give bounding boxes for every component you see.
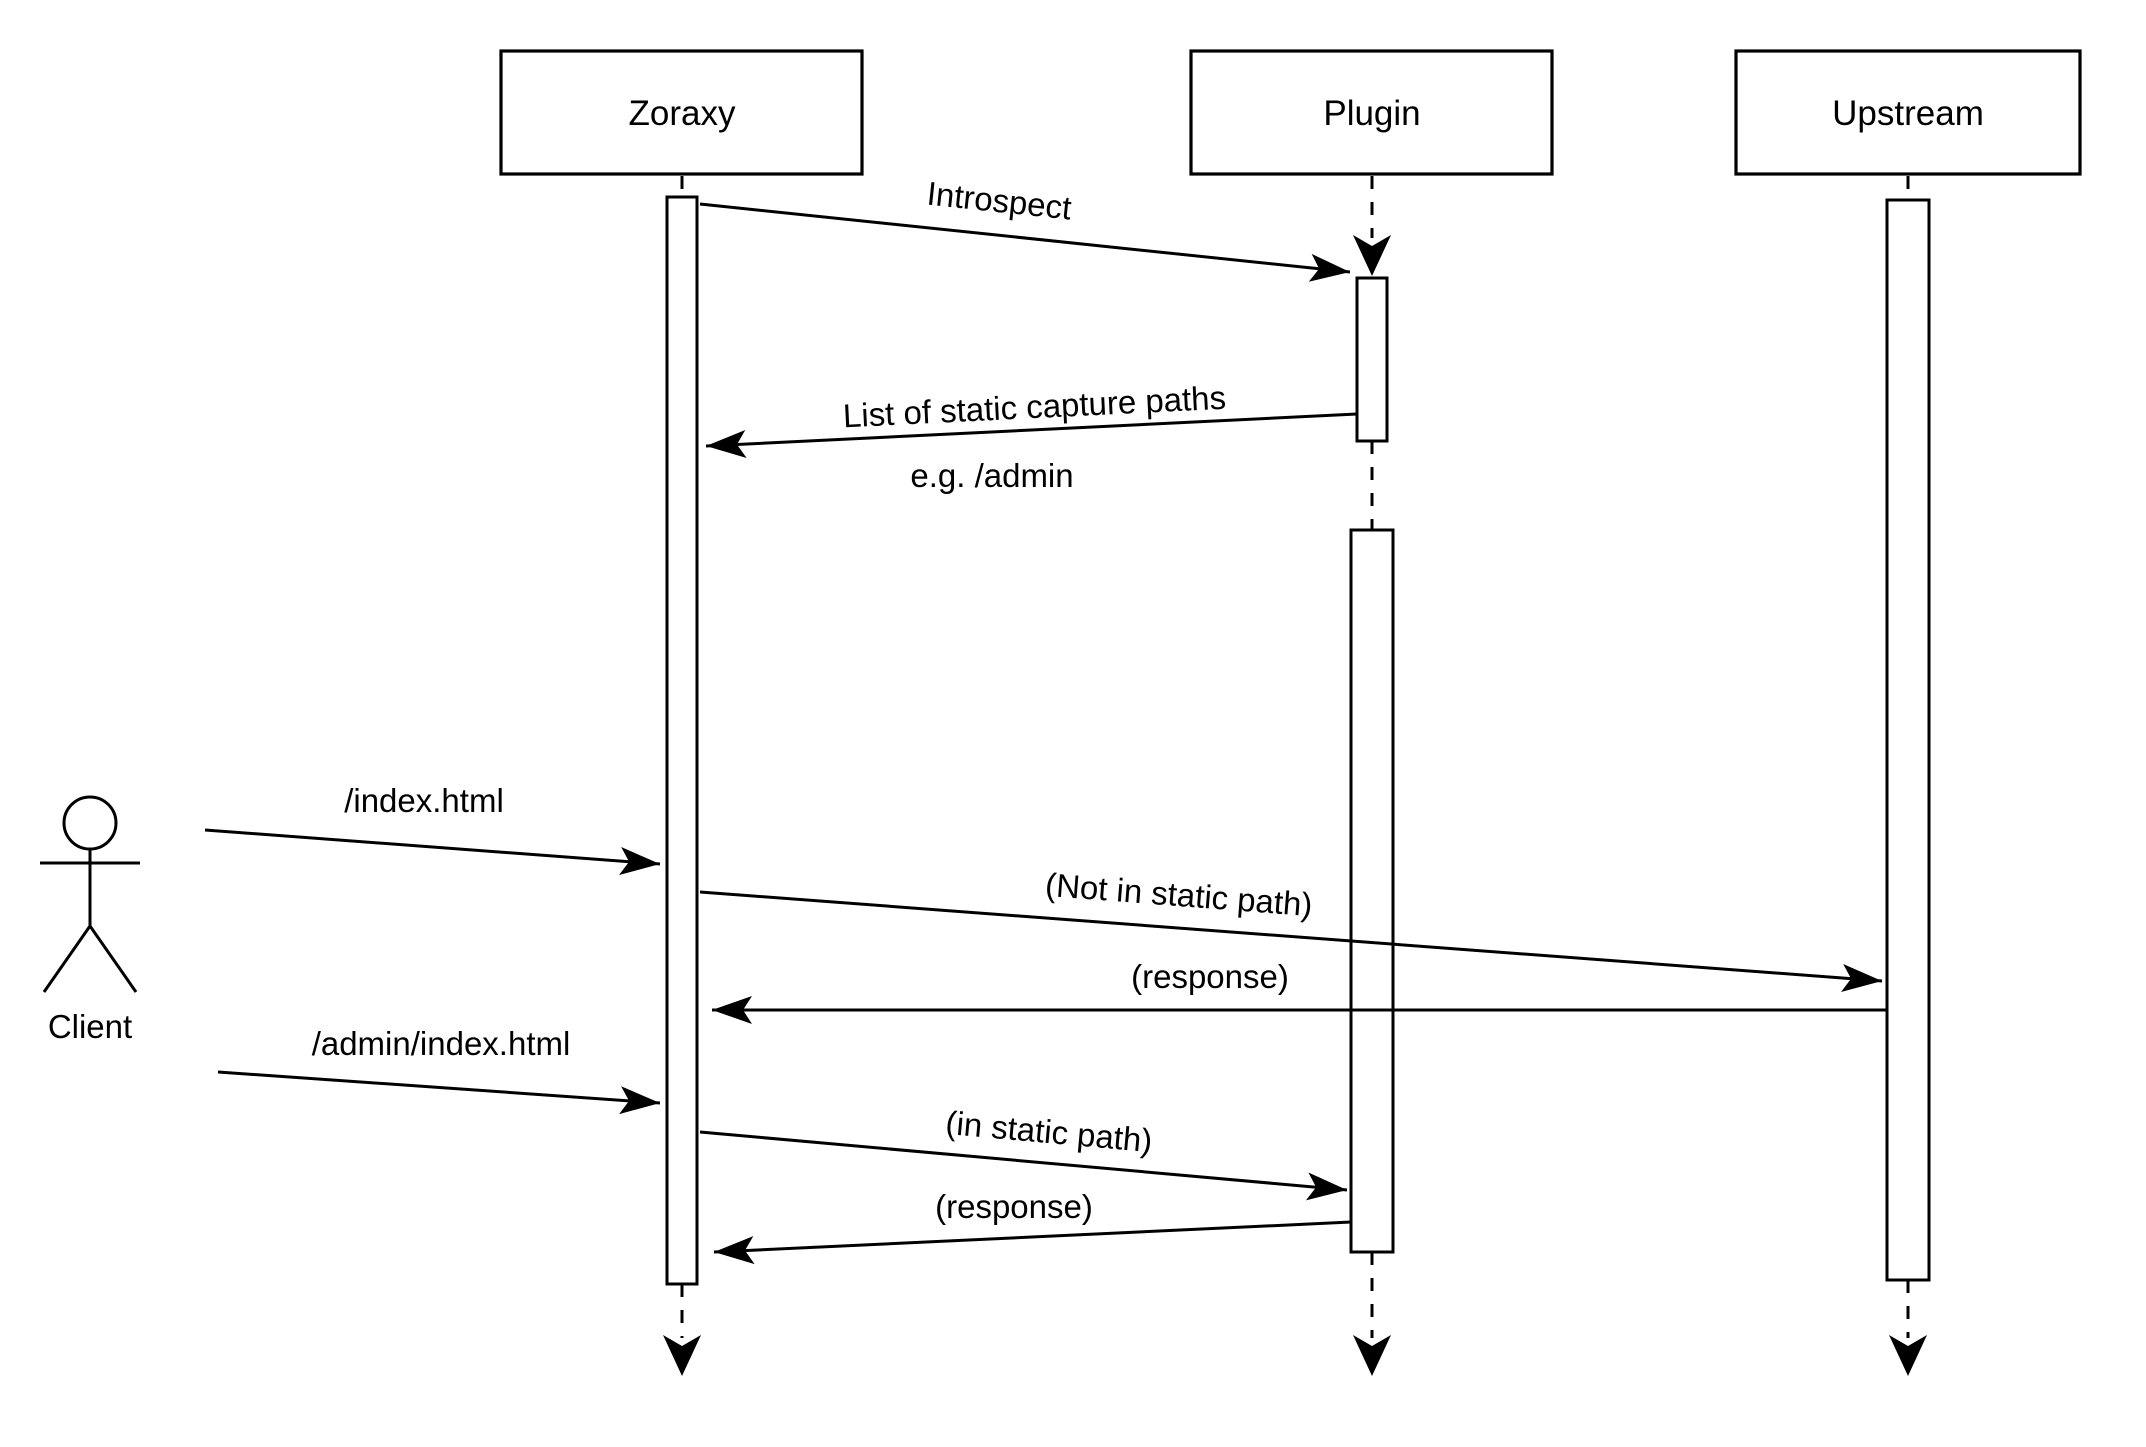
lifeline-plugin-found-arrow-icon: [1353, 235, 1391, 276]
lifeline-zoraxy-end-arrow-icon: [663, 1335, 701, 1376]
message-arrow-index-request: [204, 828, 661, 875]
activation-bar-plugin-2: [1349, 528, 1395, 1254]
lifeline-plugin-end-arrow-icon: [1353, 1335, 1391, 1376]
message-index-request: /index.html: [204, 782, 661, 875]
activation-bar-zoraxy: [665, 195, 699, 1286]
participant-label-upstream: Upstream: [1832, 94, 1984, 133]
participant-upstream: Upstream: [1734, 49, 2082, 176]
participant-label-plugin: Plugin: [1323, 94, 1420, 133]
message-label-admin-request: /admin/index.html: [312, 1025, 571, 1062]
message-arrow-plugin-response: [713, 1220, 1352, 1265]
message-admin-request: /admin/index.html: [217, 1025, 661, 1115]
message-arrow-not-in-static-path: [699, 890, 1883, 992]
message-label-plugin-response: (response): [935, 1188, 1093, 1225]
client-actor: Client: [40, 795, 140, 1045]
message-capture-paths: List of static capture paths e.g. /admin: [705, 379, 1358, 494]
message-label-in-static-path: (in static path): [944, 1104, 1154, 1159]
message-arrow-admin-request: [217, 1070, 661, 1115]
lifeline-upstream-end-arrow-icon: [1889, 1335, 1927, 1376]
participant-zoraxy: Zoraxy: [499, 49, 864, 176]
message-note-capture-paths: e.g. /admin: [910, 457, 1073, 494]
message-plugin-response: (response): [713, 1188, 1352, 1265]
message-upstream-response: (response): [712, 958, 1887, 1024]
message-label-upstream-response: (response): [1131, 958, 1289, 995]
message-label-capture-paths: List of static capture paths: [842, 379, 1227, 435]
message-arrow-capture-paths: [705, 412, 1358, 459]
participant-label-zoraxy: Zoraxy: [629, 94, 736, 133]
activation-bar-plugin-1: [1355, 276, 1389, 443]
message-arrow-introspect: [699, 202, 1351, 282]
participant-box-upstream: [1734, 49, 2082, 176]
message-label-introspect: Introspect: [925, 175, 1073, 227]
message-arrow-in-static-path: [699, 1130, 1348, 1201]
lifeline-plugin: [1353, 176, 1391, 1376]
participant-box-zoraxy: [499, 49, 864, 176]
message-introspect: Introspect: [699, 175, 1351, 282]
lifeline-upstream: [1889, 176, 1927, 1376]
participant-box-plugin: [1189, 49, 1554, 176]
participant-plugin: Plugin: [1189, 49, 1554, 176]
message-not-in-static-path: (Not in static path): [699, 866, 1883, 992]
activation-bar-upstream: [1885, 198, 1931, 1282]
lifeline-zoraxy: [663, 176, 701, 1376]
message-label-index-request: /index.html: [344, 782, 504, 819]
client-actor-legs-icon: [42, 923, 138, 993]
message-label-not-in-static-path: (Not in static path): [1044, 866, 1314, 923]
client-actor-label: Client: [48, 1008, 132, 1045]
message-in-static-path: (in static path): [699, 1104, 1348, 1201]
client-actor-head-icon: [62, 795, 118, 851]
